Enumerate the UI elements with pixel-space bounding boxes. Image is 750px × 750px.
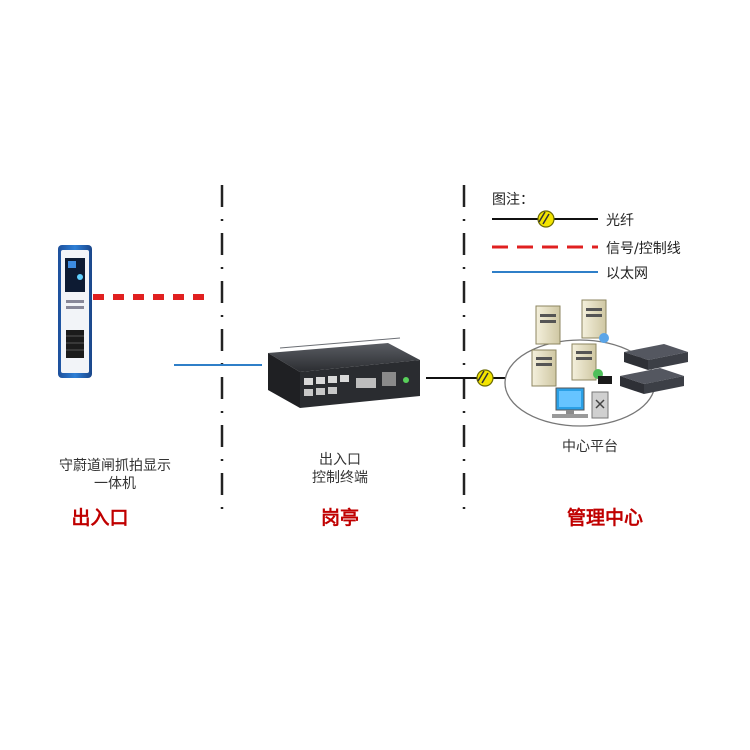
legend-fiber-icon	[537, 210, 555, 228]
platform-label: 中心平台	[562, 439, 618, 455]
workstation	[552, 387, 609, 419]
controller-label: 出入口 控制终端	[312, 452, 368, 486]
legend-network-label: 以太网	[606, 266, 648, 282]
legend-signal-label: 信号/控制线	[606, 241, 681, 257]
controller-box	[268, 337, 420, 408]
gate-camera-pillar	[58, 245, 92, 378]
legend-title: 图注：	[492, 192, 534, 208]
server-cluster	[531, 299, 612, 387]
legend-fiber-label: 光纤	[606, 213, 634, 229]
gate-camera-label: 守蔚道闸抓拍显示 一体机	[59, 458, 171, 492]
fiber-connector-icon	[476, 369, 494, 387]
zone-booth-label: 岗亭	[320, 507, 359, 529]
zone-entrance-label: 出入口	[71, 507, 129, 529]
storage-units	[620, 344, 688, 394]
zone-center-label: 管理中心	[566, 507, 643, 529]
